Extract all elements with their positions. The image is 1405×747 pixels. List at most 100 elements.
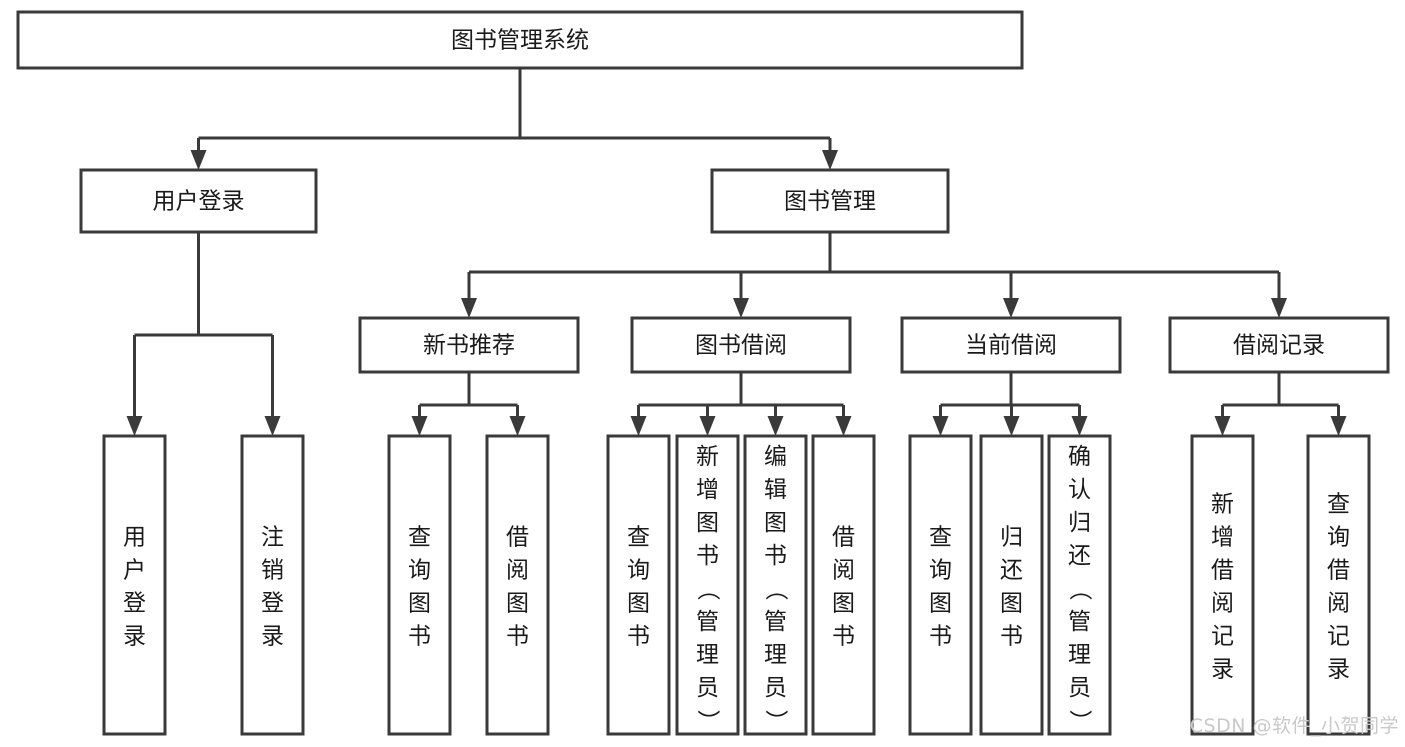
node-label-char: 图 bbox=[506, 591, 529, 617]
node-label-root: 图书管理系统 bbox=[451, 28, 589, 54]
node-label-char: 书 bbox=[929, 624, 952, 650]
node-label-char: 查 bbox=[408, 525, 431, 551]
node-box-leaf-user-login bbox=[102, 434, 167, 736]
node-label-char: 辑 bbox=[764, 477, 787, 503]
connector-current-borrow bbox=[932, 372, 1088, 436]
node-user-login[interactable]: 用户登录 bbox=[79, 168, 318, 234]
node-book-borrow[interactable]: 图书借阅 bbox=[630, 316, 852, 374]
node-label-char: （ bbox=[763, 578, 789, 601]
node-new-book-rec[interactable]: 新书推荐 bbox=[358, 316, 580, 374]
node-label-char: 图 bbox=[408, 591, 431, 617]
connector-arrowhead bbox=[835, 416, 852, 436]
connector-new-book-rec bbox=[411, 372, 526, 436]
node-box-cb-confirm bbox=[1047, 434, 1112, 736]
connector-arrowhead bbox=[1271, 298, 1287, 318]
connector-arrowhead bbox=[699, 416, 716, 436]
connector-arrowhead bbox=[767, 416, 784, 436]
node-label-char: 询 bbox=[1327, 525, 1350, 551]
connector-book-borrow bbox=[630, 372, 852, 436]
node-label-char: 管 bbox=[696, 609, 719, 635]
node-borrow-record[interactable]: 借阅记录 bbox=[1168, 316, 1390, 374]
node-current-borrow[interactable]: 当前借阅 bbox=[900, 316, 1122, 374]
node-label-char: 借 bbox=[1327, 558, 1350, 584]
node-label-char: 记 bbox=[1211, 624, 1234, 650]
node-label-char: 书 bbox=[696, 543, 719, 569]
node-label-char: 阅 bbox=[1211, 591, 1234, 617]
node-label-char: 登 bbox=[123, 591, 146, 617]
node-label-char: 管 bbox=[1068, 609, 1091, 635]
connector-arrowhead bbox=[1071, 416, 1088, 436]
connector-arrowhead bbox=[932, 416, 949, 436]
connector-arrowhead bbox=[411, 416, 428, 436]
node-box-br-add bbox=[1190, 434, 1255, 736]
connector-arrowhead bbox=[126, 416, 143, 436]
node-label-char: 归 bbox=[1000, 525, 1023, 551]
node-label-char: 理 bbox=[764, 642, 787, 668]
node-box-bb-edit bbox=[743, 434, 808, 736]
node-label-char: ） bbox=[695, 710, 721, 733]
node-label-char: 编 bbox=[764, 444, 787, 470]
connector-arrowhead bbox=[630, 416, 647, 436]
connector-book-manage bbox=[461, 232, 1287, 318]
node-label-char: 员 bbox=[764, 675, 787, 701]
node-layer: 图书管理系统用户登录图书管理新书推荐图书借阅当前借阅借阅记录用户登录注销登录查询… bbox=[16, 10, 1390, 736]
node-label-char: 认 bbox=[1068, 477, 1091, 503]
node-label-user-login: 用户登录 bbox=[153, 189, 245, 215]
node-label-char: 录 bbox=[261, 624, 284, 650]
node-box-root bbox=[16, 10, 1024, 70]
node-leaf-user-login[interactable]: 用户登录 bbox=[102, 434, 167, 736]
node-box-new-book-rec bbox=[358, 316, 580, 374]
node-label-char: 登 bbox=[261, 591, 284, 617]
node-label-borrow-record: 借阅记录 bbox=[1233, 333, 1325, 359]
node-box-nbr-query bbox=[387, 434, 452, 736]
connector-arrowhead bbox=[190, 150, 207, 170]
node-label-char: 图 bbox=[929, 591, 952, 617]
node-label-char: 增 bbox=[696, 477, 719, 503]
connector-arrowhead bbox=[1214, 416, 1231, 436]
node-label-char: ） bbox=[763, 710, 789, 733]
node-box-user-login bbox=[79, 168, 318, 234]
node-box-book-manage bbox=[710, 168, 950, 234]
node-label-char: 阅 bbox=[832, 558, 855, 584]
node-label-char: 查 bbox=[929, 525, 952, 551]
node-label-char: 询 bbox=[627, 558, 650, 584]
node-label-char: 管 bbox=[764, 609, 787, 635]
node-book-manage[interactable]: 图书管理 bbox=[710, 168, 950, 234]
node-root[interactable]: 图书管理系统 bbox=[16, 10, 1024, 70]
node-box-bb-query bbox=[606, 434, 671, 736]
connector-arrowhead bbox=[1003, 298, 1019, 318]
node-label-char: 图 bbox=[627, 591, 650, 617]
node-label-char: （ bbox=[1067, 578, 1093, 601]
node-box-br-query bbox=[1306, 434, 1371, 736]
node-label-char: 图 bbox=[832, 591, 855, 617]
node-label-char: 还 bbox=[1068, 543, 1091, 569]
connector-arrowhead bbox=[733, 298, 749, 318]
node-label-char: 用 bbox=[123, 525, 146, 551]
node-box-bb-add bbox=[675, 434, 740, 736]
node-label-char: 书 bbox=[506, 624, 529, 650]
connector-layer bbox=[126, 68, 1347, 436]
node-label-char: 书 bbox=[627, 624, 650, 650]
node-label-char: ） bbox=[1067, 710, 1093, 733]
node-label-char: 理 bbox=[1068, 642, 1091, 668]
connector-borrow-record bbox=[1214, 372, 1347, 436]
node-label-char: 查 bbox=[1327, 492, 1350, 518]
connector-arrowhead bbox=[509, 416, 526, 436]
node-label-char: 查 bbox=[627, 525, 650, 551]
node-box-cb-return bbox=[979, 434, 1044, 736]
node-label-char: 确 bbox=[1068, 444, 1091, 470]
watermark-credit: CSDN @软件_小贺同学 bbox=[1189, 715, 1399, 737]
